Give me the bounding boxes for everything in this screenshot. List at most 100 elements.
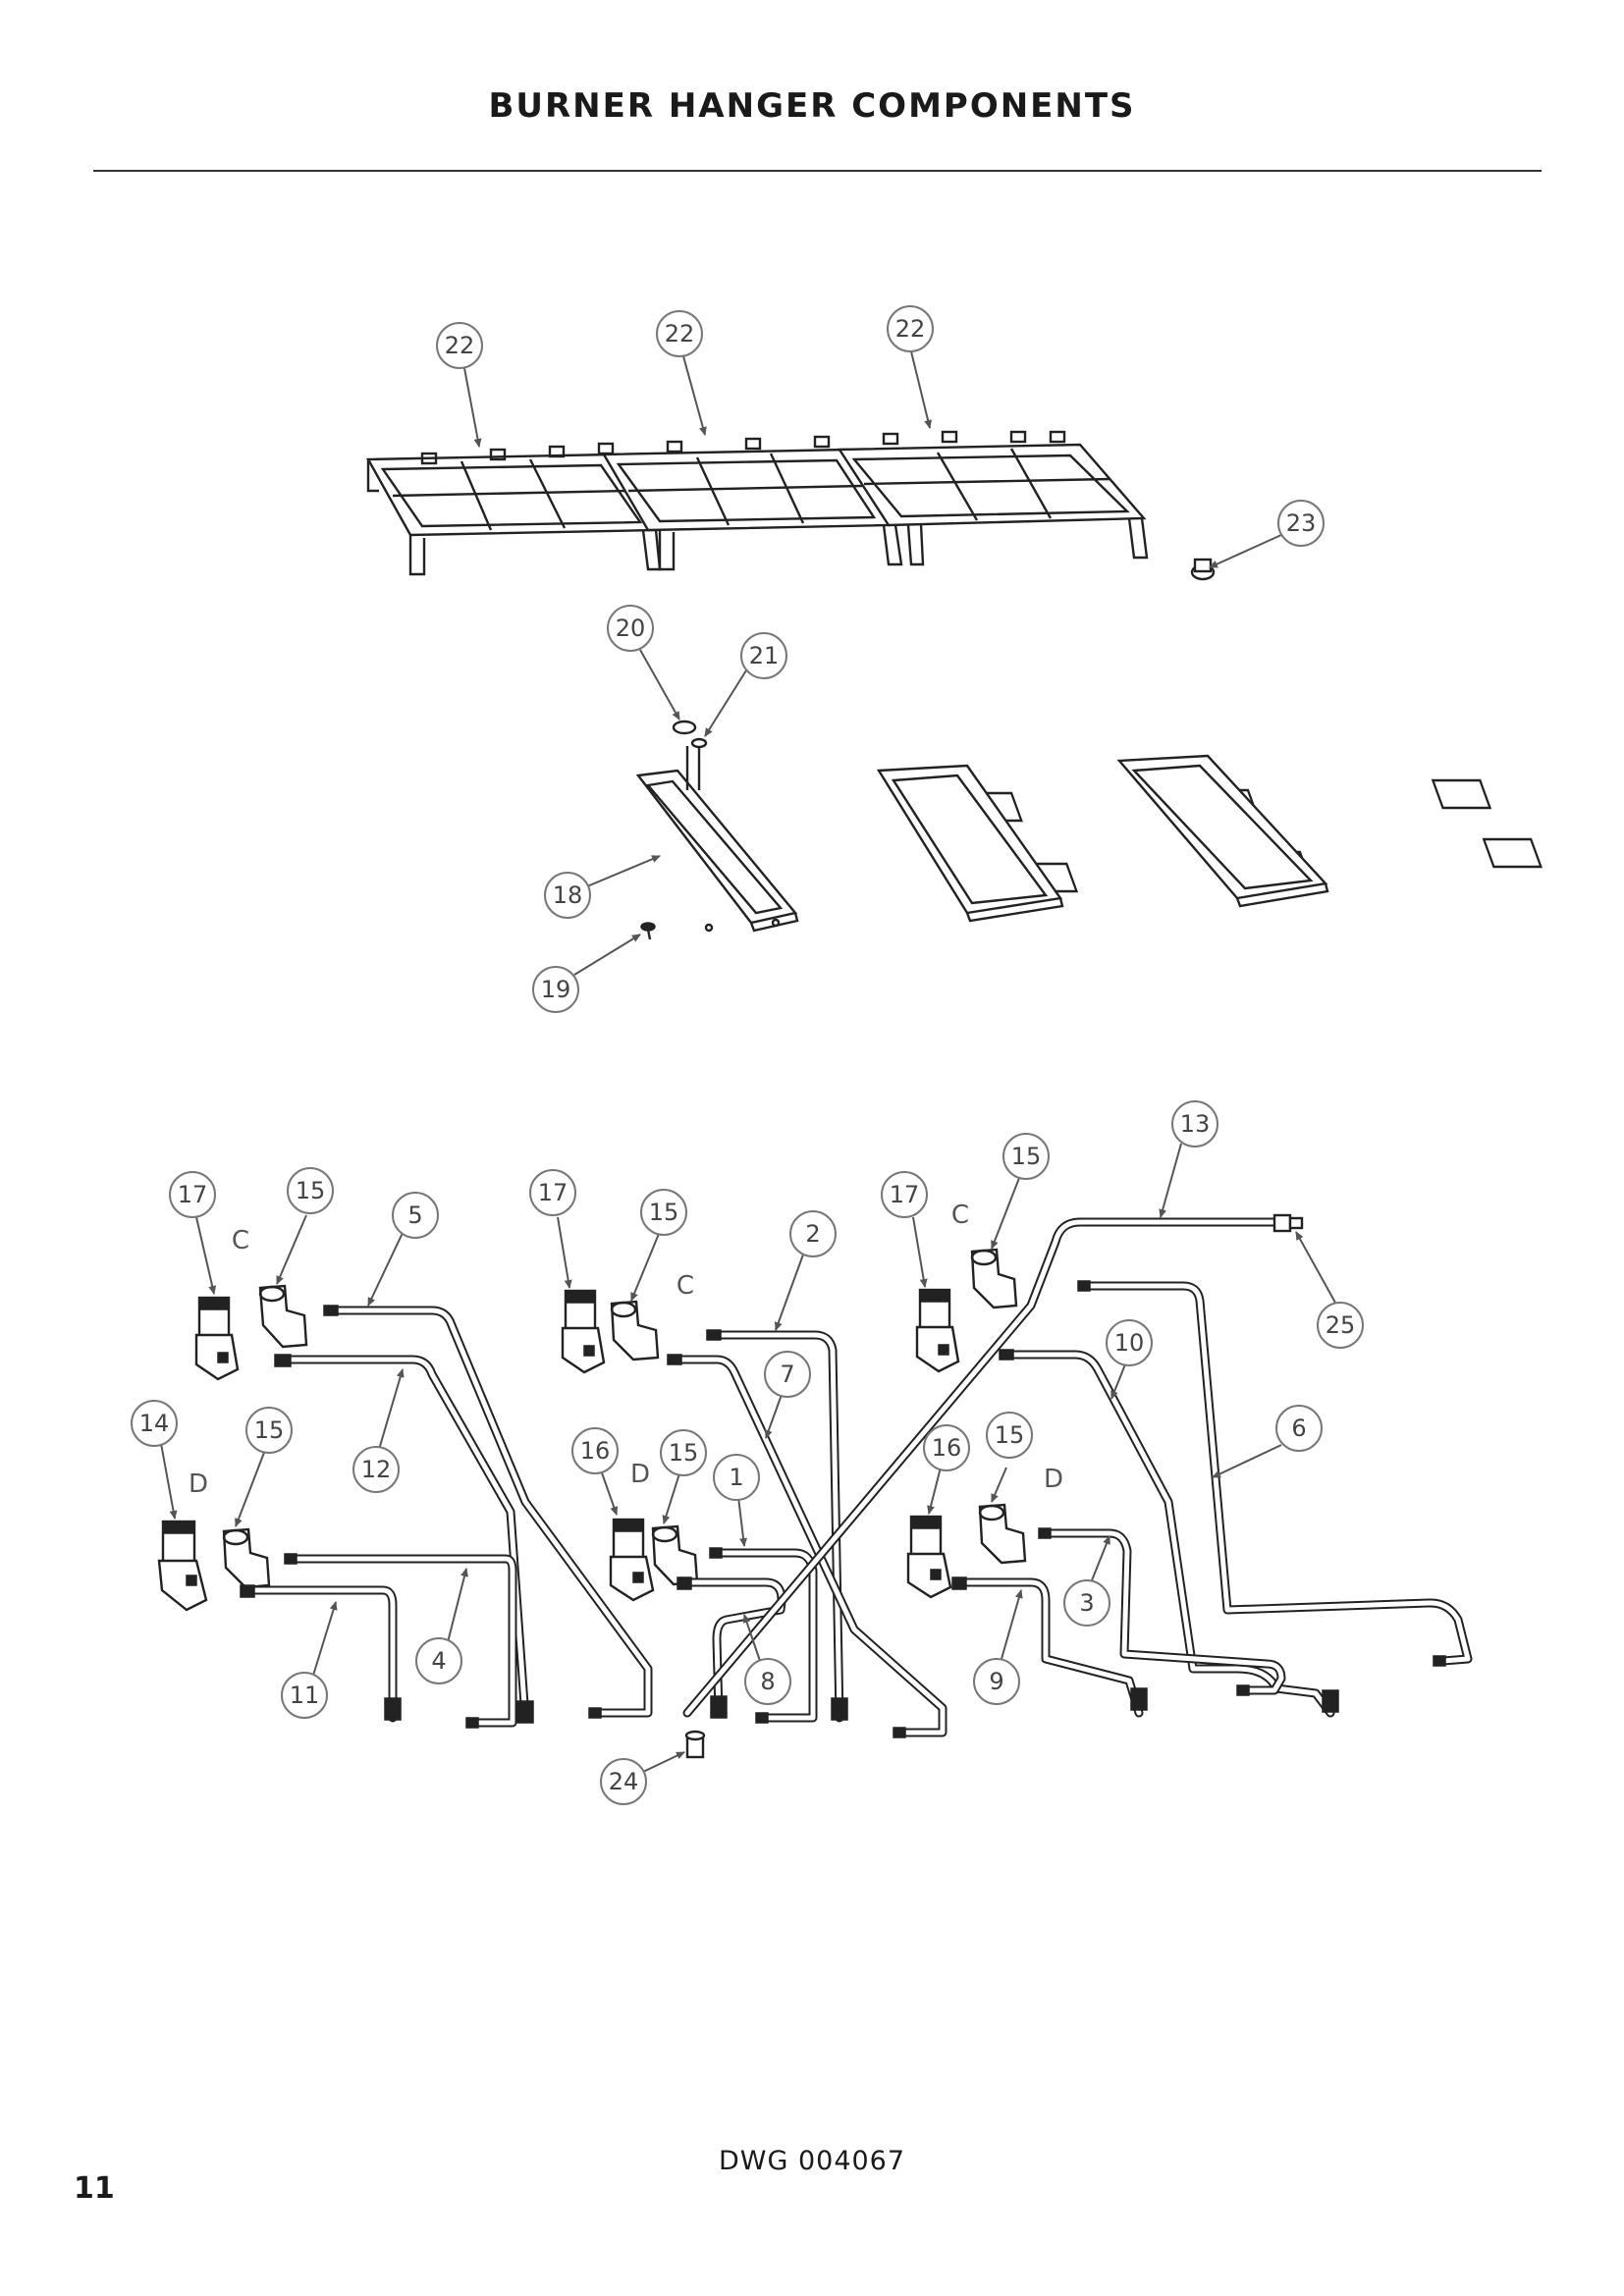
callout-2: 2 [789, 1210, 837, 1257]
position-letter-c-right: C [951, 1201, 969, 1230]
callout-23: 23 [1277, 500, 1325, 547]
svg-text:14: 14 [139, 1410, 170, 1437]
svg-text:1: 1 [729, 1464, 743, 1491]
svg-text:22: 22 [445, 332, 475, 359]
svg-text:10: 10 [1114, 1329, 1145, 1357]
svg-text:22: 22 [895, 315, 926, 343]
callout-21: 21 [740, 632, 787, 679]
svg-text:17: 17 [538, 1179, 568, 1206]
svg-text:15: 15 [995, 1421, 1025, 1449]
gas-tubes [240, 1213, 1473, 1759]
svg-text:9: 9 [989, 1668, 1003, 1695]
callout-15-a: 15 [287, 1167, 334, 1214]
svg-text:17: 17 [890, 1181, 920, 1208]
callout-22-center: 22 [656, 310, 703, 357]
elbow-15-b [610, 1300, 660, 1362]
callout-15-c: 15 [1002, 1133, 1050, 1180]
callout-20: 20 [607, 605, 654, 652]
svg-text:23: 23 [1286, 509, 1317, 537]
svg-text:25: 25 [1326, 1311, 1356, 1339]
callout-24: 24 [600, 1758, 647, 1805]
svg-text:3: 3 [1079, 1589, 1094, 1617]
svg-text:15: 15 [1011, 1143, 1042, 1170]
callout-1: 1 [713, 1454, 760, 1501]
svg-text:7: 7 [780, 1361, 794, 1388]
callout-8: 8 [744, 1658, 791, 1705]
svg-text:15: 15 [649, 1199, 679, 1226]
position-letter-d-center: D [630, 1460, 650, 1489]
callout-22-right: 22 [887, 305, 934, 352]
connector-25 [1272, 1213, 1304, 1233]
svg-text:16: 16 [932, 1434, 962, 1462]
callout-7: 7 [764, 1351, 811, 1398]
leader-lines [159, 350, 1336, 1773]
svg-text:15: 15 [254, 1416, 285, 1444]
position-letter-c-center: C [677, 1271, 694, 1301]
screw-19 [640, 922, 656, 940]
svg-text:16: 16 [580, 1437, 611, 1465]
callout-25: 25 [1317, 1302, 1364, 1349]
callout-9: 9 [973, 1658, 1020, 1705]
grate-center [601, 448, 903, 571]
position-letter-d-left: D [189, 1469, 208, 1499]
valve-14 [157, 1520, 208, 1612]
svg-text:22: 22 [665, 320, 695, 347]
elbow-15-c [970, 1248, 1018, 1309]
callout-15-b: 15 [640, 1189, 687, 1236]
elbow-15-d [222, 1527, 271, 1589]
svg-text:6: 6 [1291, 1415, 1306, 1442]
valve-17-center [561, 1289, 606, 1374]
callout-5: 5 [392, 1192, 439, 1239]
valve-17-left [194, 1296, 240, 1381]
adaptor-24 [684, 1730, 706, 1759]
callout-13: 13 [1171, 1100, 1218, 1148]
svg-text:11: 11 [290, 1682, 320, 1709]
callout-22-left: 22 [436, 322, 483, 369]
callout-14: 14 [131, 1400, 178, 1447]
callout-16-center: 16 [571, 1427, 619, 1474]
svg-text:5: 5 [407, 1201, 422, 1229]
svg-text:24: 24 [609, 1768, 639, 1795]
valve-16-center [609, 1518, 655, 1602]
svg-text:12: 12 [361, 1456, 392, 1483]
washers-20-21 [672, 720, 708, 790]
svg-text:18: 18 [553, 881, 583, 909]
svg-text:4: 4 [431, 1647, 446, 1675]
svg-text:20: 20 [616, 614, 646, 642]
callout-15-f: 15 [986, 1412, 1033, 1459]
elbow-15-e [651, 1524, 699, 1586]
callout-19: 19 [532, 966, 579, 1013]
callout-15-d: 15 [245, 1407, 293, 1454]
drawing-number: DWG 004067 [718, 2146, 906, 2176]
hanger-right [1116, 754, 1543, 908]
position-letter-c-left: C [232, 1226, 249, 1255]
valve-16-right [906, 1515, 952, 1599]
burner-hangers [635, 754, 1543, 933]
callout-6: 6 [1275, 1405, 1323, 1452]
callout-18: 18 [544, 872, 591, 919]
callout-17-left: 17 [169, 1171, 216, 1218]
svg-text:8: 8 [760, 1668, 775, 1695]
svg-text:15: 15 [296, 1177, 326, 1204]
callout-17-right: 17 [881, 1171, 928, 1218]
callout-3: 3 [1063, 1579, 1110, 1627]
svg-text:13: 13 [1180, 1110, 1211, 1138]
elbow-15-a [258, 1284, 308, 1349]
grate-foot-23 [1190, 558, 1216, 581]
svg-text:19: 19 [541, 976, 571, 1003]
svg-text:2: 2 [805, 1220, 820, 1248]
callout-16-right: 16 [923, 1424, 970, 1471]
svg-text:15: 15 [669, 1439, 699, 1467]
svg-text:21: 21 [749, 642, 780, 669]
callout-15-e: 15 [660, 1429, 707, 1476]
callout-10: 10 [1106, 1319, 1153, 1366]
hanger-left [635, 769, 1079, 933]
callout-17-center: 17 [529, 1169, 576, 1216]
callout-11: 11 [281, 1672, 328, 1719]
callout-12: 12 [352, 1446, 400, 1493]
elbow-15-f [978, 1503, 1027, 1565]
burner-grates [365, 430, 1149, 576]
valve-17-right [915, 1288, 960, 1373]
page-title: BURNER HANGER COMPONENTS [488, 86, 1136, 126]
